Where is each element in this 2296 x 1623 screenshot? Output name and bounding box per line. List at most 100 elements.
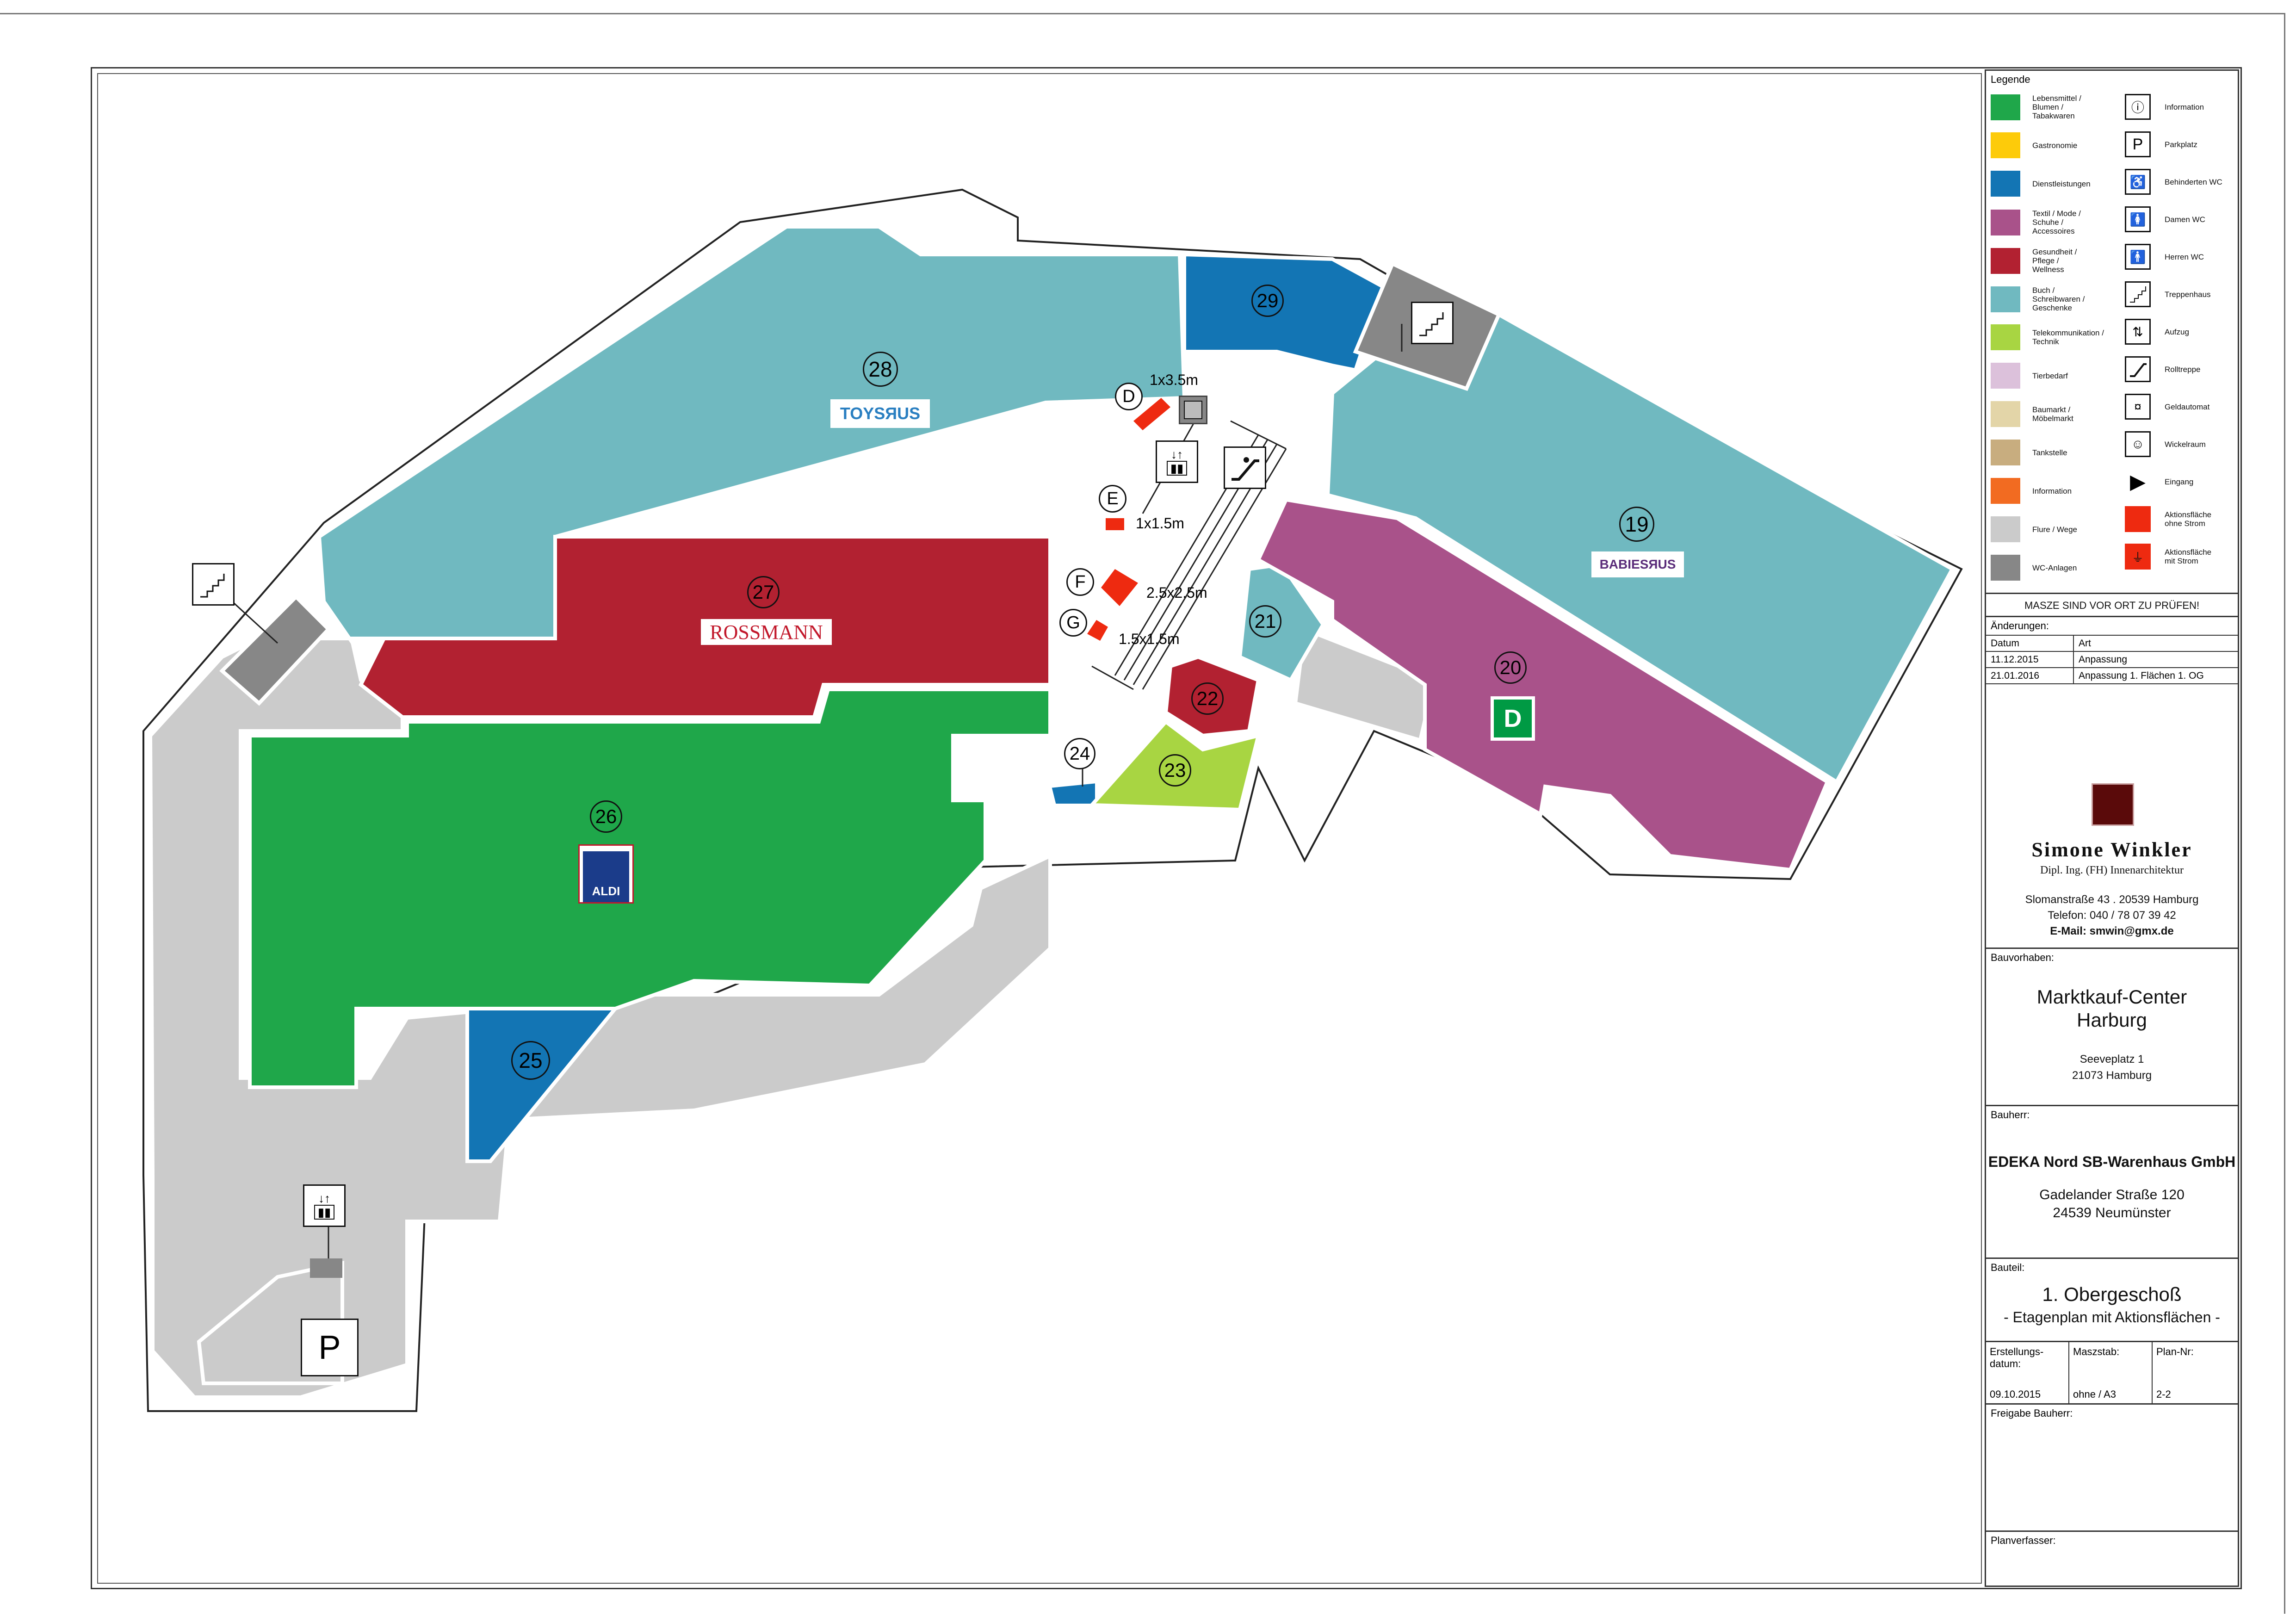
legend-symbol: ⇅ Aufzug: [2125, 319, 2189, 345]
legend-swatch: [1991, 478, 2020, 504]
legend-symbol-label: Rolltreppe: [2165, 365, 2201, 374]
unit-28-number: 28: [863, 352, 898, 387]
aldi-logo: ALDI: [578, 844, 634, 904]
legend-title: Legende: [1991, 74, 2030, 85]
action-area-power-icon: ⏚: [2125, 544, 2151, 570]
toysrus-logo: TOYSЯUS: [830, 399, 930, 428]
legend-symbol-label: Aktionsfläche ohne Strom: [2165, 510, 2212, 528]
legend-category: Baumarkt / Möbelmarkt: [1991, 401, 2073, 427]
legend-symbol-label: Information: [2165, 102, 2204, 112]
legend-symbol-label: Treppenhaus: [2165, 290, 2211, 299]
legend-category: Telekommunikation / Technik: [1991, 324, 2104, 350]
client-section: Bauherr: EDEKA Nord SB-Warenhaus GmbH Ga…: [1986, 1105, 2238, 1258]
action-area-g-shape: [1087, 620, 1108, 641]
stairs-icon: [2125, 281, 2151, 307]
deichmann-logo: D: [1491, 696, 1535, 741]
title-block: Legende Lebensmittel / Blumen / Tabakwar…: [1985, 69, 2239, 1587]
unit-24-number: 24: [1064, 738, 1095, 769]
legend-category: Dienstleistungen: [1991, 171, 2091, 197]
stairs-icon: [192, 563, 235, 606]
ladies-wc-icon: 🚺: [2125, 206, 2151, 232]
notice-section: MASZE SIND VOR ORT ZU PRÜFEN!: [1986, 593, 2238, 616]
unit-25-number: 25: [511, 1041, 550, 1080]
unit-24-shape: [1048, 780, 1098, 806]
legend-category-label: Tankstelle: [2032, 448, 2067, 457]
elevator-icon: ↓↑▮▮: [303, 1184, 346, 1227]
legend-category-label: Gesundheit / Pflege / Wellness: [2032, 248, 2077, 274]
sheet-border-outer: [0, 13, 2285, 1614]
planner-section: Planverfasser:: [1986, 1530, 2238, 1586]
legend-category-label: Lebensmittel / Blumen / Tabakwaren: [2032, 94, 2081, 120]
legend-symbol: Rolltreppe: [2125, 356, 2201, 382]
legend-category: Gesundheit / Pflege / Wellness: [1991, 248, 2077, 274]
unit-27-number: 27: [747, 576, 780, 608]
legend-symbol-label: Herren WC: [2165, 252, 2204, 261]
legend-symbol: ♿Behinderten WC: [2125, 169, 2222, 195]
action-area-d-size: 1x3.5m: [1150, 372, 1198, 388]
legend-category-label: Gastronomie: [2032, 141, 2078, 150]
unit-29-shape: [1182, 252, 1386, 372]
legend-swatch: [1991, 94, 2020, 120]
legend-symbol-label: Geldautomat: [2165, 402, 2210, 411]
unit-26-number: 26: [590, 800, 622, 833]
unit-23-number: 23: [1159, 754, 1191, 787]
legend-symbol: Treppenhaus: [2125, 281, 2211, 307]
legend-swatch: [1991, 401, 2020, 427]
legend-category-label: Flure / Wege: [2032, 525, 2078, 534]
legend-category: Flure / Wege: [1991, 516, 2077, 542]
approval-section: Freigabe Bauherr:: [1986, 1403, 2238, 1530]
action-area-f-shape: [1101, 569, 1138, 606]
legend-swatch: [1991, 248, 2020, 274]
legend-symbol-label: Aufzug: [2165, 327, 2189, 336]
mens-wc-icon: 🚹: [2125, 244, 2151, 270]
action-area-d-shape: [1133, 398, 1170, 430]
legend-symbol-label: Wickelraum: [2165, 440, 2206, 449]
unit-22-number: 22: [1191, 682, 1224, 715]
legend-symbol: 🚺Damen WC: [2125, 206, 2205, 232]
legend-category: Lebensmittel / Blumen / Tabakwaren: [1991, 94, 2081, 120]
unit-19-number: 19: [1619, 507, 1654, 542]
unit-26-shape: [248, 688, 1052, 1089]
atm-icon: [1179, 396, 1207, 424]
firm-section: Simone Winkler Dipl. Ing. (FH) Innenarch…: [1986, 640, 2238, 948]
legend-symbol: P Parkplatz: [2125, 131, 2197, 157]
plan-frame: [91, 67, 2242, 1589]
legend-category-label: Buch / Schreibwaren / Geschenke: [2032, 286, 2085, 312]
legend-category: Tierbedarf: [1991, 363, 2068, 389]
legend-symbol: ▶Eingang: [2125, 469, 2193, 495]
escalator-icon: [2125, 356, 2151, 382]
stairs-icon: [1411, 302, 1454, 344]
parking-icon: P: [2125, 131, 2151, 157]
legend-swatch: [1991, 516, 2020, 542]
unit-25-shape: [465, 1007, 619, 1163]
elevator-icon: ⇅: [2125, 319, 2151, 345]
unit-28-shape: [317, 225, 1187, 663]
legend-category-label: WC-Anlagen: [2032, 563, 2077, 572]
legend-category-label: Information: [2032, 486, 2072, 496]
legend-category: WC-Anlagen: [1991, 555, 2077, 581]
legend-symbol: 🚹 Herren WC: [2125, 244, 2204, 270]
parking-icon: P: [301, 1319, 359, 1376]
legend-symbol: ☺Wickelraum: [2125, 431, 2206, 457]
legend-symbol: ¤Geldautomat: [2125, 394, 2209, 420]
legend-category-label: Textil / Mode / Schuhe / Accessoires: [2032, 209, 2081, 235]
meta-section: Erstellungs- datum:09.10.2015 Maszstab:o…: [1986, 1341, 2238, 1403]
legend-category: Buch / Schreibwaren / Geschenke: [1991, 286, 2085, 312]
legend-category-label: Dienstleistungen: [2032, 179, 2091, 188]
plan-frame-inner: [97, 73, 1982, 1584]
legend-symbol-label: Parkplatz: [2165, 140, 2197, 149]
legend-swatch: [1991, 209, 2020, 235]
action-area-e-size: 1x1.5m: [1136, 515, 1184, 532]
legend-category-label: Tierbedarf: [2032, 371, 2068, 380]
action-area-f-size: 2.5x2.5m: [1146, 584, 1207, 601]
firm-logo: [2092, 783, 2134, 826]
legend-swatch: [1991, 555, 2020, 581]
unit-21-number: 21: [1249, 605, 1281, 638]
escalator-icon: [1224, 446, 1266, 489]
rossmann-logo: ROSSMANN: [701, 619, 832, 645]
legend-swatch: [1991, 440, 2020, 465]
